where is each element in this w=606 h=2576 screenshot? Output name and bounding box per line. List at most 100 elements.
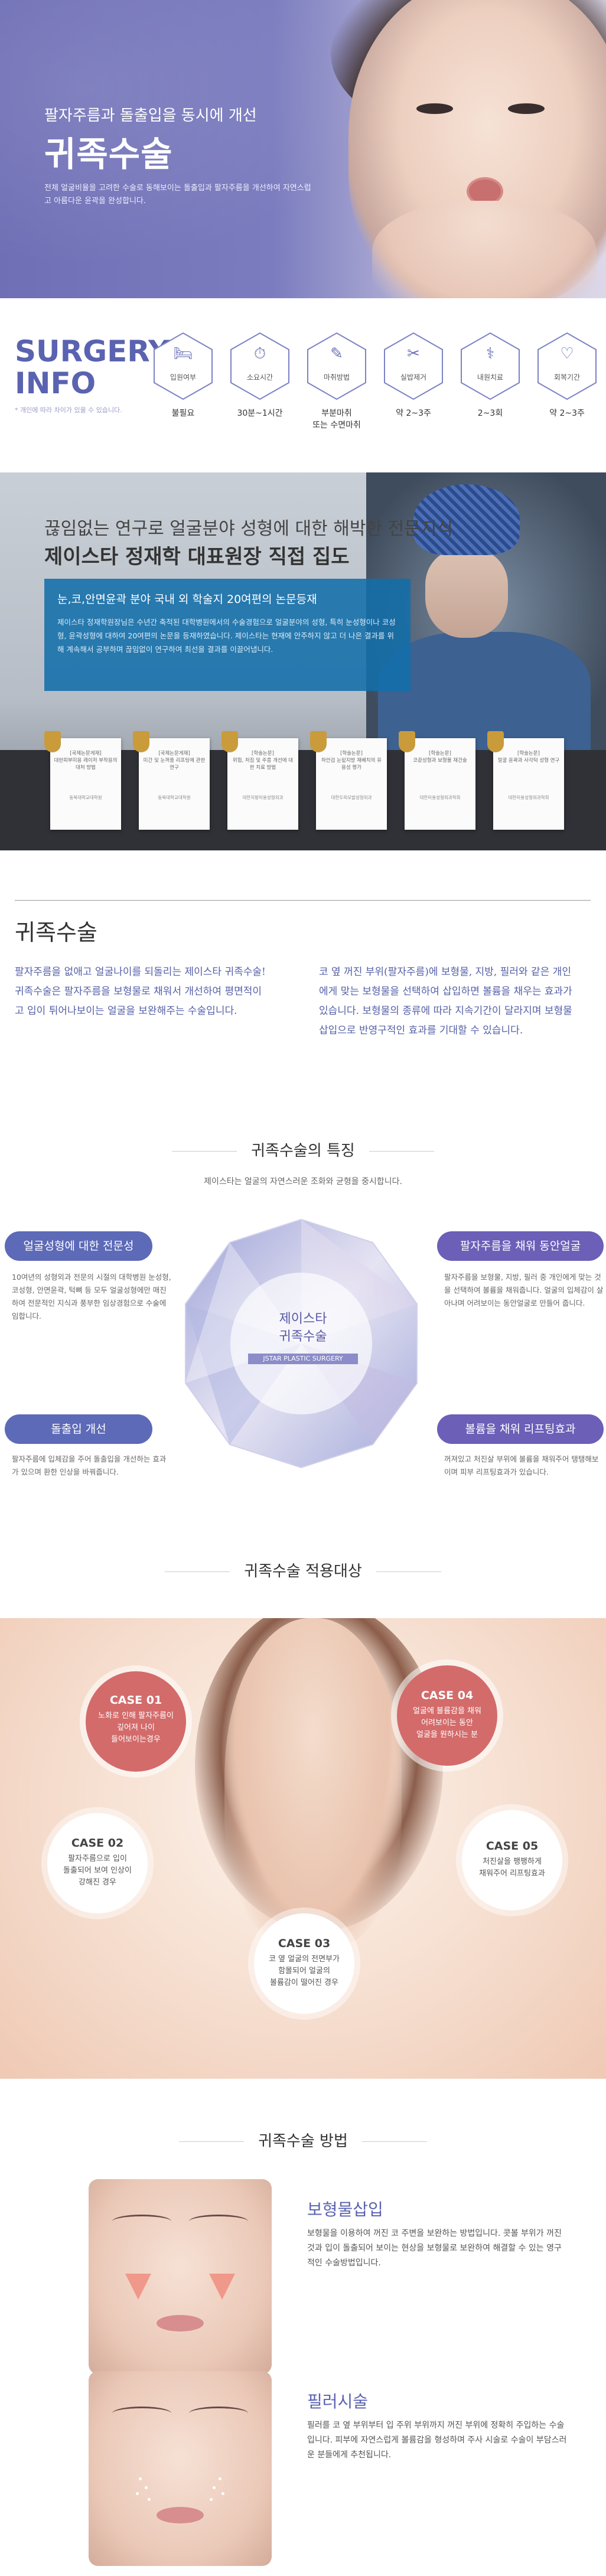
- paper-card-org: 동북대학교대학원: [69, 795, 102, 800]
- method-filler-dot: [219, 2477, 221, 2480]
- feature-desc-lifting: 꺼져있고 처진살 부위에 볼륨을 채워주어 탱탱해보이며 피부 리프팅효과가 있…: [444, 1455, 599, 1476]
- method-implant-lips: [157, 2315, 204, 2332]
- feature-pill-protrusion: 돌출입 개선: [5, 1414, 152, 1444]
- paper-card-title: [학술논문] 하안검 눈밑지방 재배치의 유용성 평가: [321, 751, 382, 771]
- target-title: 귀족수술 적용대상: [0, 1559, 606, 1581]
- feature-pill-lifting: 볼륨을 채워 리프팅효과: [437, 1414, 604, 1444]
- scissors-icon: ✂: [407, 345, 420, 363]
- features-title-text: 귀족수술의 특징: [251, 1142, 355, 1160]
- features-center-line2: 귀족수술: [279, 1329, 327, 1344]
- method-filler-lips: [157, 2507, 204, 2523]
- case-04-desc: 얼굴에 볼륨감을 채워 어려보이는 동안 얼굴을 원하시는 분: [413, 1707, 481, 1739]
- features-title-line-left: [172, 1151, 237, 1152]
- methods-title-line-left: [179, 2141, 245, 2142]
- case-03-label: CASE 03: [278, 1937, 331, 1950]
- method-filler-dot: [221, 2492, 224, 2495]
- hero-model-hands: [372, 201, 597, 298]
- features-subtitle: 제이스타는 얼굴의 자연스러운 조화와 균형을 중시합니다.: [204, 1177, 402, 1186]
- features-title-line-right: [369, 1151, 434, 1152]
- method-implant-title: 보형물삽입: [307, 2200, 383, 2219]
- features-title: 귀족수술의 특징: [0, 1139, 606, 1160]
- surgery-info-value: 부분마취 또는 수면마취: [312, 409, 361, 430]
- method-implant-right-marker: [209, 2274, 235, 2300]
- hero-title: 귀족수술: [44, 134, 173, 174]
- method-implant-image: [89, 2179, 272, 2374]
- surgery-info-hex: ♡회복기간: [535, 331, 600, 402]
- hero-banner: 팔자주름과 돌출입을 동시에 개선 귀족수술 전체 얼굴비율을 고려한 수술로 …: [0, 0, 606, 298]
- hero-subtitle: 팔자주름과 돌출입을 동시에 개선: [44, 107, 257, 125]
- doctor-headline-1: 끊임없는 연구로 얼굴분야 성형에 대한 해박한 전문지식: [44, 519, 454, 539]
- case-01-desc: 노화로 인해 팔자주름이 깊어져 나이 들어보이는경우: [98, 1711, 174, 1744]
- feature-pill-expertise: 얼굴성형에 대한 전문성: [5, 1231, 152, 1261]
- method-filler-desc: 필러를 코 옆 부위부터 입 주위 부위까지 꺼진 부위에 정확히 주입하는 수…: [307, 2421, 567, 2460]
- surgery-info-hex: ✎ 마취방법: [304, 331, 369, 402]
- doctor-box-title: 눈,코,안면윤곽 분야 국내 외 학술지 20여편의 논문등재: [57, 593, 317, 606]
- method-filler-image: [89, 2371, 272, 2566]
- surgery-info-title: SURGERY INFO: [15, 335, 170, 399]
- methods-title-line-right: [361, 2141, 427, 2142]
- case-05-desc: 처진살을 팽팽하게 채워주어 리프팅효과: [479, 1857, 545, 1878]
- features-polygon: [185, 1218, 418, 1469]
- clock-icon: ⏱: [253, 345, 266, 363]
- case-01-label: CASE 01: [109, 1694, 162, 1707]
- method-filler-dot: [145, 2486, 148, 2489]
- case-05-label: CASE 05: [486, 1840, 539, 1853]
- feature-desc-baby-face: 팔자주름을 보형물, 지방, 필러 중 개인에게 맞는 것을 선택하여 볼륨을 …: [444, 1273, 604, 1307]
- medal-icon: [221, 731, 238, 752]
- feature-desc-expertise: 10여년의 성형외과 전문의 시절의 대학병원 눈성형, 코성형, 안면윤곽, …: [12, 1273, 171, 1320]
- surgery-info-value: 약 2~3주: [396, 409, 431, 418]
- target-title-text: 귀족수술 적용대상: [244, 1563, 362, 1580]
- paper-card-org: 동북대학교대학원: [158, 795, 191, 800]
- method-implant-left-eye: [112, 2215, 171, 2228]
- methods-title: 귀족수술 방법: [0, 2129, 606, 2151]
- surgery-info-hex: 🛏 입원여부: [151, 331, 216, 402]
- doctor-surgical-cap: [413, 484, 520, 555]
- intro-right-paragraph: 코 옆 꺼진 부위(팔자주름)에 보형물, 지방, 필러와 같은 개인에게 맞는…: [319, 966, 572, 1036]
- case-03-circle: CASE 03 코 옆 얼굴의 전면부가 함몰되어 얼굴의 볼륨감이 떨어진 경…: [254, 1913, 354, 2014]
- method-implant-left-marker: [125, 2274, 151, 2300]
- medal-icon: [44, 731, 61, 752]
- surgery-info-label: 입원여부: [170, 373, 197, 381]
- doctor-section: 끊임없는 연구로 얼굴분야 성형에 대한 해박한 전문지식 제이스타 정재학 대…: [0, 472, 606, 850]
- doctor-info-box: 눈,코,안면윤곽 분야 국내 외 학술지 20여편의 논문등재 제이스타 정재학…: [44, 579, 410, 691]
- hero-model-right-eye: [508, 103, 545, 114]
- intro-title: 귀족수술: [15, 919, 97, 945]
- surgery-info-label: 소요시간: [246, 373, 273, 381]
- surgery-info-value: 30분~1시간: [237, 409, 283, 418]
- case-04-circle: CASE 04 얼굴에 볼륨감을 채워 어려보이는 동안 얼굴을 원하시는 분: [397, 1665, 497, 1766]
- paper-card-title: [학술논문] 위험, 처짐 및 주름 개선에 대한 치료 방법: [232, 751, 294, 771]
- surgery-info-label: 실밥제거: [400, 373, 427, 381]
- surgery-info-hex: ⏱ 소요시간: [227, 331, 292, 402]
- surgery-info-title-line1: SURGERY: [15, 334, 170, 369]
- method-filler-left-eye: [112, 2407, 171, 2420]
- surgery-info-title-line2: INFO: [15, 366, 96, 400]
- paper-card-title: [국제논문게재] 대한피부미용 레이저 부작용의 대처 방법: [54, 751, 118, 771]
- target-title-line-left: [165, 1571, 230, 1572]
- target-title-line-right: [376, 1571, 441, 1572]
- case-02-label: CASE 02: [71, 1837, 124, 1850]
- features-center-line1: 제이스타: [279, 1312, 327, 1326]
- hero-model-left-eye: [416, 103, 453, 114]
- bed-icon: 🛏: [173, 345, 193, 363]
- method-filler-dot: [210, 2498, 213, 2501]
- medal-icon: [487, 731, 504, 752]
- feature-pill-baby-face: 팔자주름을 채워 동안얼굴: [437, 1231, 604, 1261]
- medal-icon: [310, 731, 327, 752]
- case-02-circle: CASE 02 팔자주름으로 입이 돌출되어 보여 인상이 강해진 경우: [47, 1813, 148, 1913]
- syringe-icon: ✎: [330, 345, 343, 363]
- hero-description: 전체 얼굴비율을 고려한 수술로 동해보이는 돌출입과 팔자주름을 개선하여 자…: [44, 184, 311, 206]
- method-implant-right-eye: [189, 2215, 248, 2228]
- medal-icon: [133, 731, 149, 752]
- method-filler-dot: [148, 2498, 151, 2501]
- doctor-face: [425, 549, 508, 638]
- surgery-info-label: 마취방법: [323, 373, 350, 381]
- method-implant-desc: 보형물을 이용하여 꺼진 코 주변을 보완하는 방법입니다. 콧볼 부위가 꺼진…: [307, 2229, 562, 2268]
- case-01-circle: CASE 01 노화로 인해 팔자주름이 깊어져 나이 들어보이는경우: [86, 1671, 186, 1772]
- surgery-info-value: 2~3회: [477, 409, 503, 418]
- feature-desc-protrusion: 팔자주름에 입체감을 주어 돌출입을 개선하는 효과가 있으며 환한 인상을 바…: [12, 1455, 167, 1476]
- paper-card-title: [학술논문] 코끝성형과 보형물 재건술: [413, 751, 467, 764]
